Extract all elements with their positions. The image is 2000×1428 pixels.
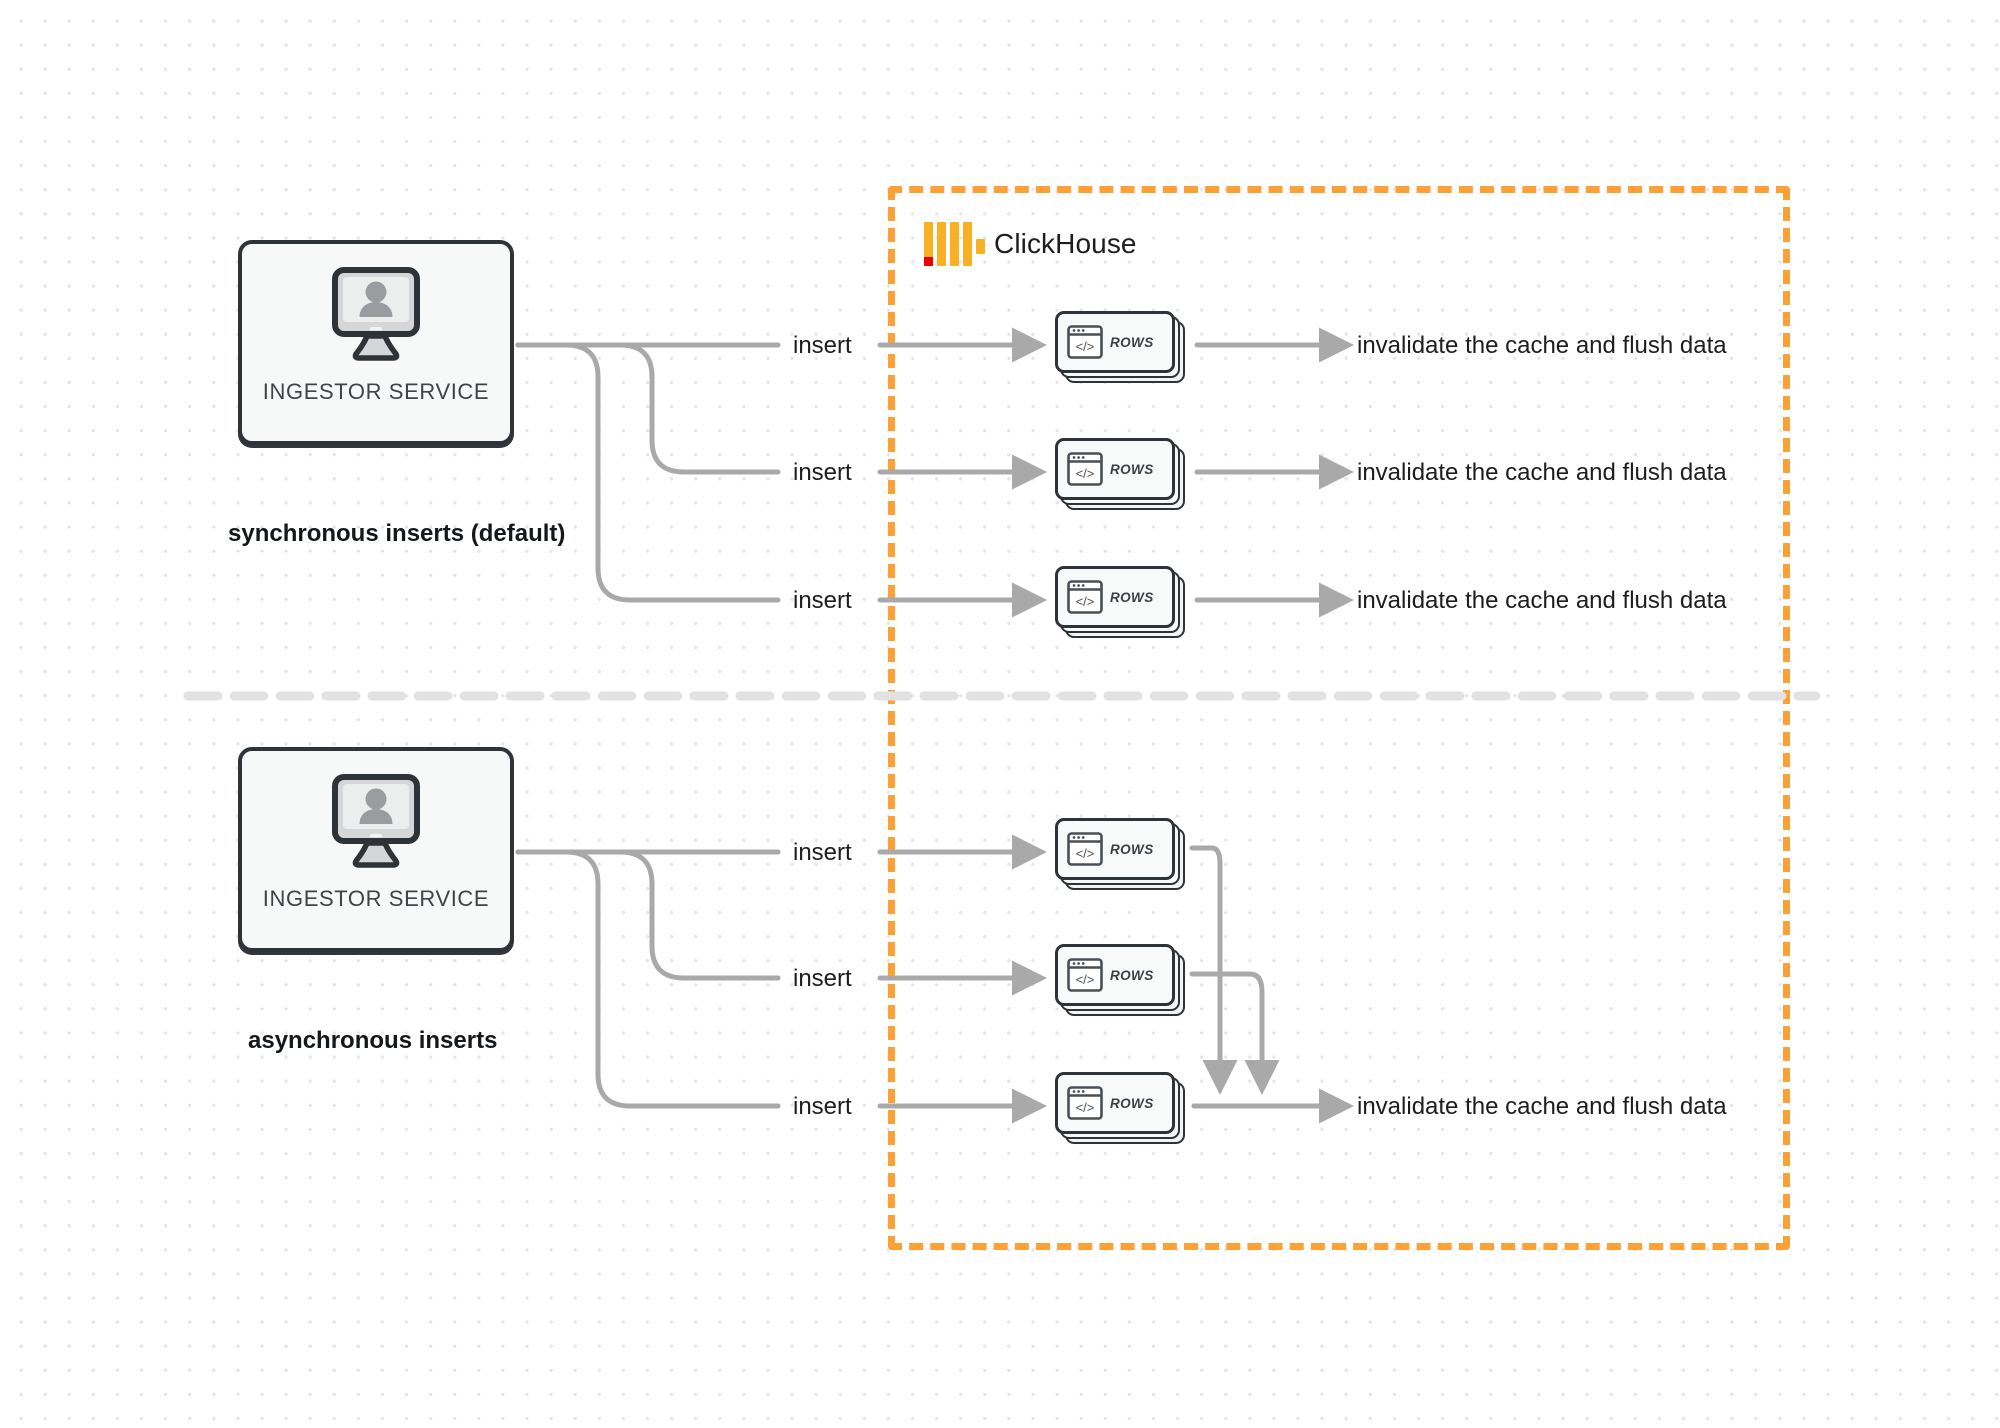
rows-card-label: ROWS: [1110, 589, 1154, 605]
code-window-icon: </>: [1067, 1086, 1103, 1120]
rows-card-label: ROWS: [1110, 967, 1154, 983]
rows-card[interactable]: </> ROWS: [1055, 1072, 1185, 1144]
rows-card-front: </> ROWS: [1055, 1072, 1175, 1134]
monitor-user-icon: [332, 267, 420, 361]
rows-card-label: ROWS: [1110, 1095, 1154, 1111]
svg-text:</>: </>: [1076, 339, 1095, 354]
rows-card-front: </> ROWS: [1055, 944, 1175, 1006]
svg-text:</>: </>: [1076, 846, 1095, 861]
rows-card[interactable]: </> ROWS: [1055, 438, 1185, 510]
code-window-icon: </>: [1067, 452, 1103, 486]
rows-card-front: </> ROWS: [1055, 566, 1175, 628]
clickhouse-boundary: [888, 186, 1790, 1250]
ingestor-service-label: INGESTOR SERVICE: [262, 886, 490, 911]
invalidate-label: invalidate the cache and flush data: [1357, 1093, 1727, 1120]
code-window-icon: </>: [1067, 832, 1103, 866]
code-window-icon: </>: [1067, 325, 1103, 359]
async-branch-2: [515, 849, 781, 981]
rows-card[interactable]: </> ROWS: [1055, 311, 1185, 383]
invalidate-label: invalidate the cache and flush data: [1357, 587, 1727, 614]
insert-label: insert: [793, 332, 852, 359]
rows-card-front: </> ROWS: [1055, 438, 1175, 500]
rows-card[interactable]: </> ROWS: [1055, 818, 1185, 890]
invalidate-label: invalidate the cache and flush data: [1357, 459, 1727, 486]
sync-branch-3: [515, 342, 781, 603]
rows-card-label: ROWS: [1110, 841, 1154, 857]
insert-label: insert: [793, 1093, 852, 1120]
rows-card-front: </> ROWS: [1055, 311, 1175, 373]
insert-label: insert: [793, 965, 852, 992]
ingestor-service-label: INGESTOR SERVICE: [262, 379, 490, 404]
rows-card[interactable]: </> ROWS: [1055, 566, 1185, 638]
ingestor-service-async[interactable]: INGESTOR SERVICE: [238, 747, 514, 952]
svg-text:</>: </>: [1076, 594, 1095, 609]
rows-card-label: ROWS: [1110, 461, 1154, 477]
insert-label: insert: [793, 839, 852, 866]
clickhouse-brand-label: ClickHouse: [994, 228, 1137, 259]
rows-card-front: </> ROWS: [1055, 818, 1175, 880]
ingestor-service-sync[interactable]: INGESTOR SERVICE: [238, 240, 514, 445]
rows-card-label: ROWS: [1110, 334, 1154, 350]
monitor-user-icon: [332, 774, 420, 868]
async-branch-3: [515, 849, 781, 1109]
section-caption-async: asynchronous inserts: [248, 1027, 498, 1054]
clickhouse-logo-icon: [924, 222, 985, 266]
svg-text:</>: </>: [1076, 466, 1095, 481]
code-window-icon: </>: [1067, 958, 1103, 992]
code-window-icon: </>: [1067, 580, 1103, 614]
sync-branch-2: [515, 342, 781, 475]
svg-text:</>: </>: [1076, 972, 1095, 987]
invalidate-label: invalidate the cache and flush data: [1357, 332, 1727, 359]
section-caption-sync: synchronous inserts (default): [228, 520, 566, 547]
rows-card[interactable]: </> ROWS: [1055, 944, 1185, 1016]
insert-label: insert: [793, 587, 852, 614]
insert-label: insert: [793, 459, 852, 486]
svg-text:</>: </>: [1076, 1100, 1095, 1115]
clickhouse-brand: ClickHouse: [924, 222, 1137, 266]
